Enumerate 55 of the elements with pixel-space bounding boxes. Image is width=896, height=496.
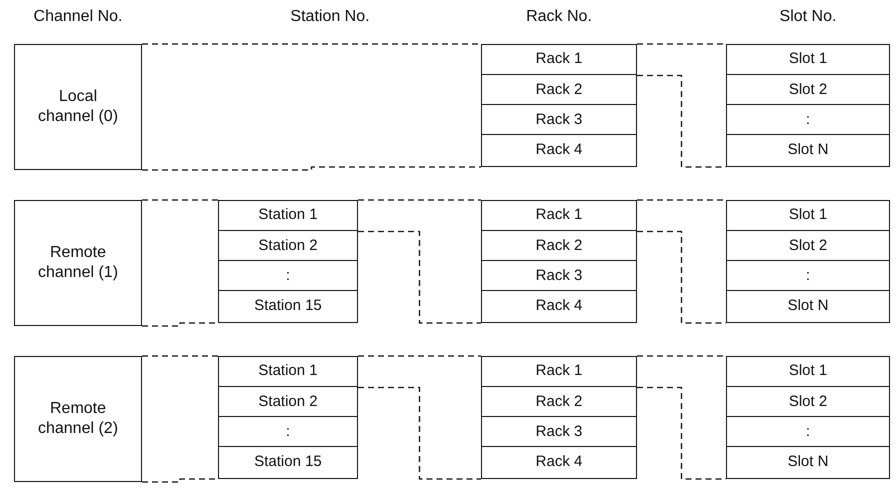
rack-cell: Rack 1 — [481, 356, 637, 388]
expansion-line — [142, 355, 218, 357]
slot-cell: : — [726, 416, 890, 449]
expansion-line — [142, 43, 481, 45]
column-heading: Rack No. — [526, 8, 592, 26]
slot-cell: Slot 2 — [726, 386, 890, 419]
expansion-line — [142, 322, 218, 327]
station-cell: Station 1 — [218, 356, 358, 388]
column-heading: Channel No. — [34, 8, 122, 26]
expansion-line — [142, 166, 481, 171]
channel-box: Local channel (0) — [14, 44, 142, 170]
expansion-line — [142, 199, 218, 201]
expansion-line — [358, 386, 481, 480]
station-cell: : — [218, 416, 358, 449]
station-cell: Station 1 — [218, 200, 358, 232]
station-cell: Station 2 — [218, 230, 358, 263]
expansion-line — [358, 355, 481, 357]
expansion-line — [358, 230, 481, 324]
expansion-line — [358, 199, 481, 201]
slot-cell: Slot N — [726, 446, 890, 479]
station-cell: Station 15 — [218, 446, 358, 479]
station-cell: Station 2 — [218, 386, 358, 419]
expansion-line — [637, 230, 726, 324]
slot-cell: Slot 2 — [726, 230, 890, 263]
slot-cell: : — [726, 260, 890, 293]
rack-cell: Rack 2 — [481, 74, 637, 107]
rack-cell: Rack 1 — [481, 44, 637, 76]
rack-cell: Rack 4 — [481, 290, 637, 323]
column-heading: Station No. — [290, 8, 370, 26]
column-heading: Slot No. — [780, 8, 836, 26]
station-cell: : — [218, 260, 358, 293]
slot-cell: : — [726, 104, 890, 137]
channel-box: Remote channel (2) — [14, 356, 142, 482]
slot-cell: Slot N — [726, 134, 890, 167]
slot-cell: Slot 1 — [726, 200, 890, 232]
slot-cell: Slot 1 — [726, 356, 890, 388]
rack-cell: Rack 2 — [481, 386, 637, 419]
rack-cell: Rack 1 — [481, 200, 637, 232]
rack-cell: Rack 4 — [481, 446, 637, 479]
station-cell: Station 15 — [218, 290, 358, 323]
expansion-line — [637, 199, 726, 201]
channel-box: Remote channel (1) — [14, 200, 142, 326]
expansion-line — [637, 74, 726, 168]
expansion-line — [637, 43, 726, 45]
slot-cell: Slot N — [726, 290, 890, 323]
slot-cell: Slot 2 — [726, 74, 890, 107]
expansion-line — [637, 386, 726, 480]
expansion-line — [637, 355, 726, 357]
rack-cell: Rack 3 — [481, 104, 637, 137]
rack-cell: Rack 3 — [481, 260, 637, 293]
rack-cell: Rack 4 — [481, 134, 637, 167]
rack-cell: Rack 2 — [481, 230, 637, 263]
slot-cell: Slot 1 — [726, 44, 890, 76]
expansion-line — [142, 478, 218, 483]
rack-cell: Rack 3 — [481, 416, 637, 449]
